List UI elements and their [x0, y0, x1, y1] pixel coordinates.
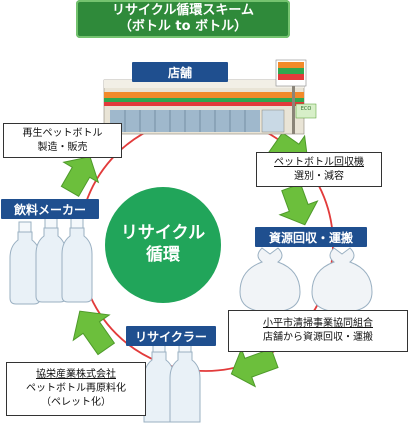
kyoei-box: 協栄産業株式会社 ペットボトル再原料化 （ペレット化） [6, 362, 146, 416]
kyoei-line3: （ペレット化） [41, 397, 111, 408]
center-circle [105, 187, 221, 303]
bottle-machine-line2: 選別・減容 [294, 170, 344, 182]
kodaira-line1: 小平市清掃事業協同組合 [263, 318, 373, 329]
bottles-maker [9, 217, 93, 305]
kyoei-line2: ペットボトル再原料化 [26, 383, 126, 394]
bottle-machine-box: ペットボトル回収機 選別・減容 [256, 152, 382, 187]
store-sign-text: ECO [300, 106, 312, 112]
bottle-machine-line1: ペットボトル回収機 [274, 156, 364, 168]
title-line1: リサイクル循環スキーム [112, 3, 254, 18]
center-line1: リサイクル [120, 223, 206, 243]
collection-bags [239, 247, 373, 313]
recycled-pet-line2: 製造・販売 [37, 141, 88, 153]
recycled-pet-line1: 再生ペットボトル [22, 127, 103, 139]
recycled-pet-box: 再生ペットボトル 製造・販売 [3, 123, 122, 158]
resource-collection-label: 資源回収・運搬 [255, 227, 367, 247]
store-label: 店舗 [132, 62, 228, 82]
kodaira-box: 小平市清掃事業協同組合 店舗から資源回収・運搬 [228, 310, 408, 352]
center-text: リサイクル 循環 [105, 222, 221, 266]
kodaira-line2: 店舗から資源回収・運搬 [263, 332, 373, 343]
scheme-title: リサイクル循環スキーム （ボトル to ボトル） [76, 0, 290, 38]
kyoei-line1: 協栄産業株式会社 [36, 369, 116, 380]
bottles-recycler [143, 341, 201, 423]
center-line2: 循環 [146, 245, 180, 265]
beverage-maker-label: 飲料メーカー [1, 199, 99, 219]
recycler-label: リサイクラー [126, 326, 216, 346]
store-illustration [103, 59, 317, 135]
title-line2: （ボトル to ボトル） [118, 19, 248, 34]
